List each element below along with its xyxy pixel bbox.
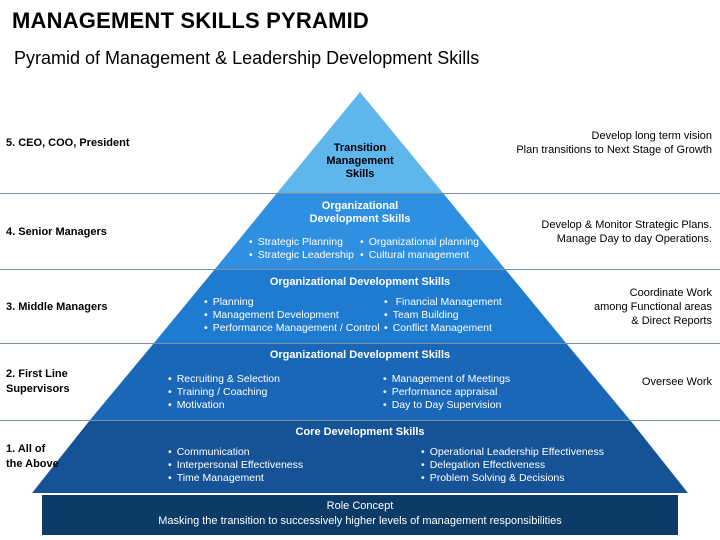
page-subtitle: Pyramid of Management & Leadership Devel… [14, 48, 480, 68]
level-4-label: 4. Senior Managers [6, 226, 107, 238]
divider-line [0, 193, 720, 194]
pyramid-tier-5 [277, 92, 443, 193]
description-line: Oversee Work [641, 376, 712, 388]
list-item: Planning [204, 296, 380, 309]
list-item: Financial Management [384, 296, 502, 309]
role-concept-base: Role Concept Masking the transition to s… [42, 495, 678, 535]
tier-1-list-right: Operational Leadership Effectiveness Del… [421, 446, 604, 485]
list-item: Motivation [168, 399, 280, 412]
list-item: Management of Meetings [383, 373, 510, 386]
list-item: Team Building [384, 309, 502, 322]
list-item: Strategic Planning [249, 236, 354, 249]
tier-5-title: Transition Management Skills [326, 142, 394, 180]
list-item: Organizational planning [360, 236, 479, 249]
tier-4-list-left: Strategic Planning Strategic Leadership [249, 236, 354, 262]
tier-3-list-right: Financial Management Team Building Confl… [384, 296, 502, 335]
tier-4-list-right: Organizational planning Cultural managem… [360, 236, 479, 262]
level-2-label: 2. First Line Supervisors [6, 368, 70, 395]
level-2-description: Oversee Work [482, 375, 712, 389]
tier-2-list-right: Management of Meetings Performance appra… [383, 373, 510, 412]
tier-3-title: Organizational Development Skills [269, 276, 451, 288]
divider-line [0, 269, 720, 270]
level-3-label: 3. Middle Managers [6, 301, 108, 313]
description-line: & Direct Reports [631, 315, 712, 327]
tier-3-list-left: Planning Management Development Performa… [204, 296, 380, 335]
description-line: Develop long term vision [591, 130, 712, 142]
list-item: Delegation Effectiveness [421, 459, 604, 472]
list-item: Operational Leadership Effectiveness [421, 446, 604, 459]
list-item: Conflict Management [384, 322, 502, 335]
level-1-label: 1. All of the Above [6, 443, 59, 470]
role-concept-text: Masking the transition to successively h… [158, 515, 562, 527]
level-3-description: Coordinate Work among Functional areas &… [482, 286, 712, 328]
divider-line [0, 420, 720, 421]
list-item: Strategic Leadership [249, 249, 354, 262]
description-line: Plan transitions to Next Stage of Growth [516, 144, 712, 156]
tier-2-list-left: Recruiting & Selection Training / Coachi… [168, 373, 280, 412]
list-item: Training / Coaching [168, 386, 280, 399]
description-line: Develop & Monitor Strategic Plans. [541, 219, 712, 231]
list-item: Cultural management [360, 249, 479, 262]
page-title: MANAGEMENT SKILLS PYRAMID [12, 8, 369, 33]
tier-2-title: Organizational Development Skills [269, 349, 451, 361]
list-item: Problem Solving & Decisions [421, 472, 604, 485]
list-item: Management Development [204, 309, 380, 322]
list-item: Performance appraisal [383, 386, 510, 399]
description-line: among Functional areas [593, 301, 712, 313]
list-item: Time Management [168, 472, 303, 485]
level-5-description: Develop long term vision Plan transition… [482, 129, 712, 157]
list-item: Communication [168, 446, 303, 459]
level-4-description: Develop & Monitor Strategic Plans. Manag… [482, 218, 712, 246]
level-5-label: 5. CEO, COO, President [6, 137, 130, 149]
divider-line [0, 343, 720, 344]
list-item: Day to Day Supervision [383, 399, 510, 412]
tier-1-list-left: Communication Interpersonal Effectivenes… [168, 446, 303, 485]
tier-1-title: Core Development Skills [295, 426, 425, 438]
list-item: Performance Management / Control [204, 322, 380, 335]
list-item: Interpersonal Effectiveness [168, 459, 303, 472]
description-line: Manage Day to day Operations. [556, 233, 712, 245]
description-line: Coordinate Work [629, 287, 712, 299]
list-item: Recruiting & Selection [168, 373, 280, 386]
tier-4-title: Organizational Development Skills [309, 200, 411, 225]
role-concept-title: Role Concept [326, 500, 394, 512]
